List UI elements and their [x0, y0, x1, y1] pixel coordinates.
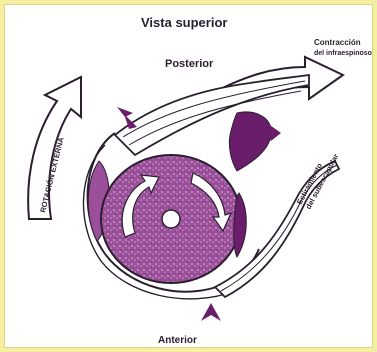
anterior-glenoid-crescent [234, 193, 247, 257]
posterior-label: Posterior [165, 58, 214, 70]
infraspinatus-muscle [115, 75, 309, 155]
shoulder-top-view-diagram: Vista superior Posterior Anterior Contra… [5, 5, 373, 348]
diagram-frame: Vista superior Posterior Anterior Contra… [4, 4, 373, 348]
anterior-force-arrow-icon [201, 303, 221, 321]
infraspinatus-label-line2: del infraespinoso [314, 50, 372, 57]
posterior-capsule-shape [229, 112, 271, 171]
infraspinatus-label-line1: Contracción [314, 38, 361, 47]
humeral-head-center [162, 210, 180, 228]
top-view-title: Vista superior [141, 15, 227, 30]
anterior-label: Anterior [158, 335, 197, 346]
